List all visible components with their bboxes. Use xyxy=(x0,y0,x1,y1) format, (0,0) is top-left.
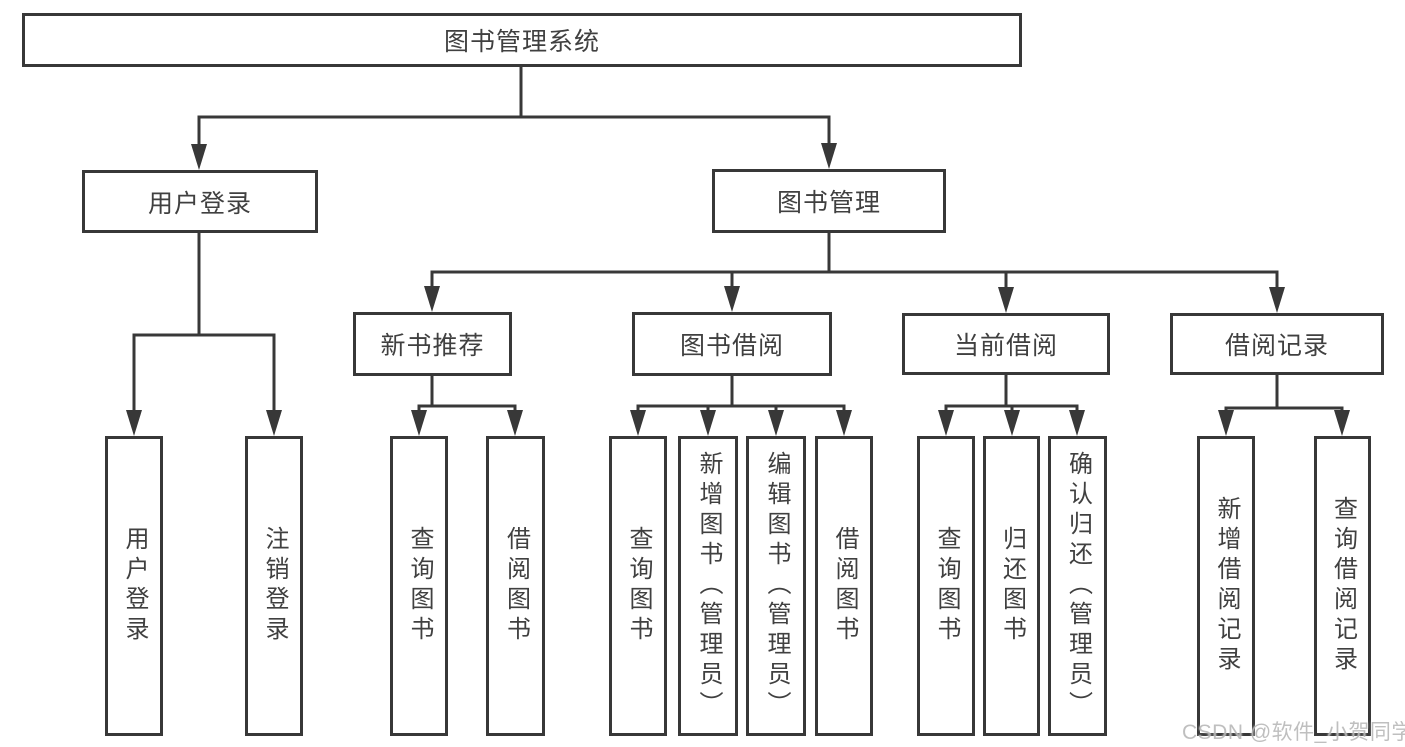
leaf-confirm-return-admin: 确认归还（管理员） xyxy=(1048,436,1107,736)
leaf-label: 归还图书 xyxy=(998,526,1026,646)
leaf-label: 新增借阅记录 xyxy=(1213,496,1240,676)
node-user-login: 用户登录 xyxy=(82,170,318,233)
node-label: 当前借阅 xyxy=(953,332,1058,360)
leaf-newbook-query-books: 查询图书 xyxy=(390,436,448,736)
watermark: CSDN @软件_小贺同学 xyxy=(1182,721,1405,744)
node-borrowing-records: 借阅记录 xyxy=(1170,313,1384,375)
node-label: 图书借阅 xyxy=(679,332,784,360)
leaf-user-login: 用户登录 xyxy=(105,436,163,736)
leaf-current-query-books: 查询图书 xyxy=(917,436,975,736)
leaf-label: 注销登录 xyxy=(261,526,288,646)
leaf-return-books: 归还图书 xyxy=(983,436,1040,736)
node-label: 图书管理系统 xyxy=(443,28,600,56)
node-current-borrowing: 当前借阅 xyxy=(902,313,1110,375)
leaf-newbook-borrow-books: 借阅图书 xyxy=(486,436,545,736)
leaf-label: 查询图书 xyxy=(406,526,433,646)
leaf-label: 查询图书 xyxy=(625,526,652,646)
node-label: 用户登录 xyxy=(147,189,252,218)
leaf-label: 借阅图书 xyxy=(831,526,858,646)
leaf-logout: 注销登录 xyxy=(245,436,303,736)
node-label: 新书推荐 xyxy=(380,332,485,360)
leaf-label: 查询图书 xyxy=(933,526,960,646)
leaf-borrowing-query-books: 查询图书 xyxy=(609,436,667,736)
node-label: 图书管理 xyxy=(776,189,881,217)
node-new-book-recommendation: 新书推荐 xyxy=(353,312,512,376)
leaf-label: 新增图书（管理员） xyxy=(695,451,722,721)
node-book-borrowing: 图书借阅 xyxy=(632,312,832,376)
leaf-label: 确认归还（管理员） xyxy=(1064,451,1092,721)
leaf-edit-books-admin: 编辑图书（管理员） xyxy=(746,436,806,736)
leaf-query-borrow-record: 查询借阅记录 xyxy=(1314,436,1371,736)
leaf-label: 编辑图书（管理员） xyxy=(763,451,790,721)
leaf-add-borrow-record: 新增借阅记录 xyxy=(1197,436,1255,736)
leaf-borrowing-borrow-books: 借阅图书 xyxy=(815,436,873,736)
leaf-label: 用户登录 xyxy=(121,526,148,646)
leaf-label: 查询借阅记录 xyxy=(1329,496,1357,676)
node-library-management-system: 图书管理系统 xyxy=(22,13,1022,67)
node-book-management: 图书管理 xyxy=(712,169,946,233)
leaf-add-books-admin: 新增图书（管理员） xyxy=(678,436,738,736)
node-label: 借阅记录 xyxy=(1224,332,1329,360)
leaf-label: 借阅图书 xyxy=(502,526,530,646)
